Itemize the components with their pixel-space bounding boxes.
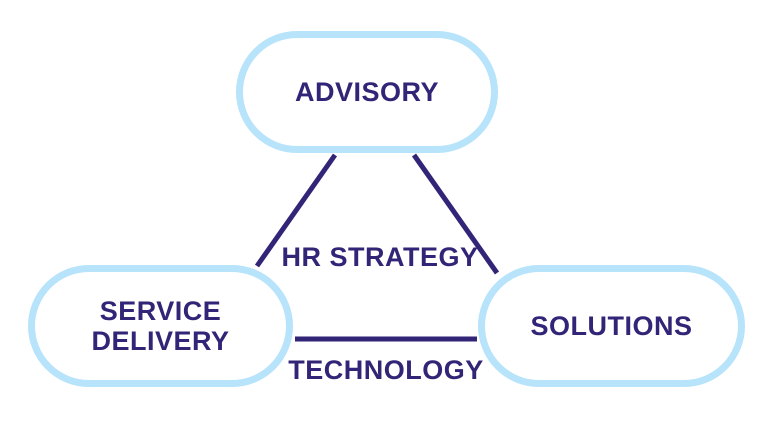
edge-advisory-solutions	[411, 153, 500, 275]
node-solutions: SOLUTIONS	[478, 265, 745, 387]
edge-label-technology: TECHNOLOGY	[288, 355, 484, 385]
node-advisory-label: ADVISORY	[294, 76, 440, 107]
edge-advisory-service-delivery	[254, 153, 338, 268]
node-advisory: ADVISORY	[236, 31, 498, 153]
node-service-delivery-label: SERVICE DELIVERY	[91, 295, 230, 356]
node-solutions-label: SOLUTIONS	[530, 310, 693, 341]
node-service-delivery: SERVICE DELIVERY	[28, 265, 293, 387]
edge-label-hr-strategy: HR STRATEGY	[281, 242, 479, 272]
